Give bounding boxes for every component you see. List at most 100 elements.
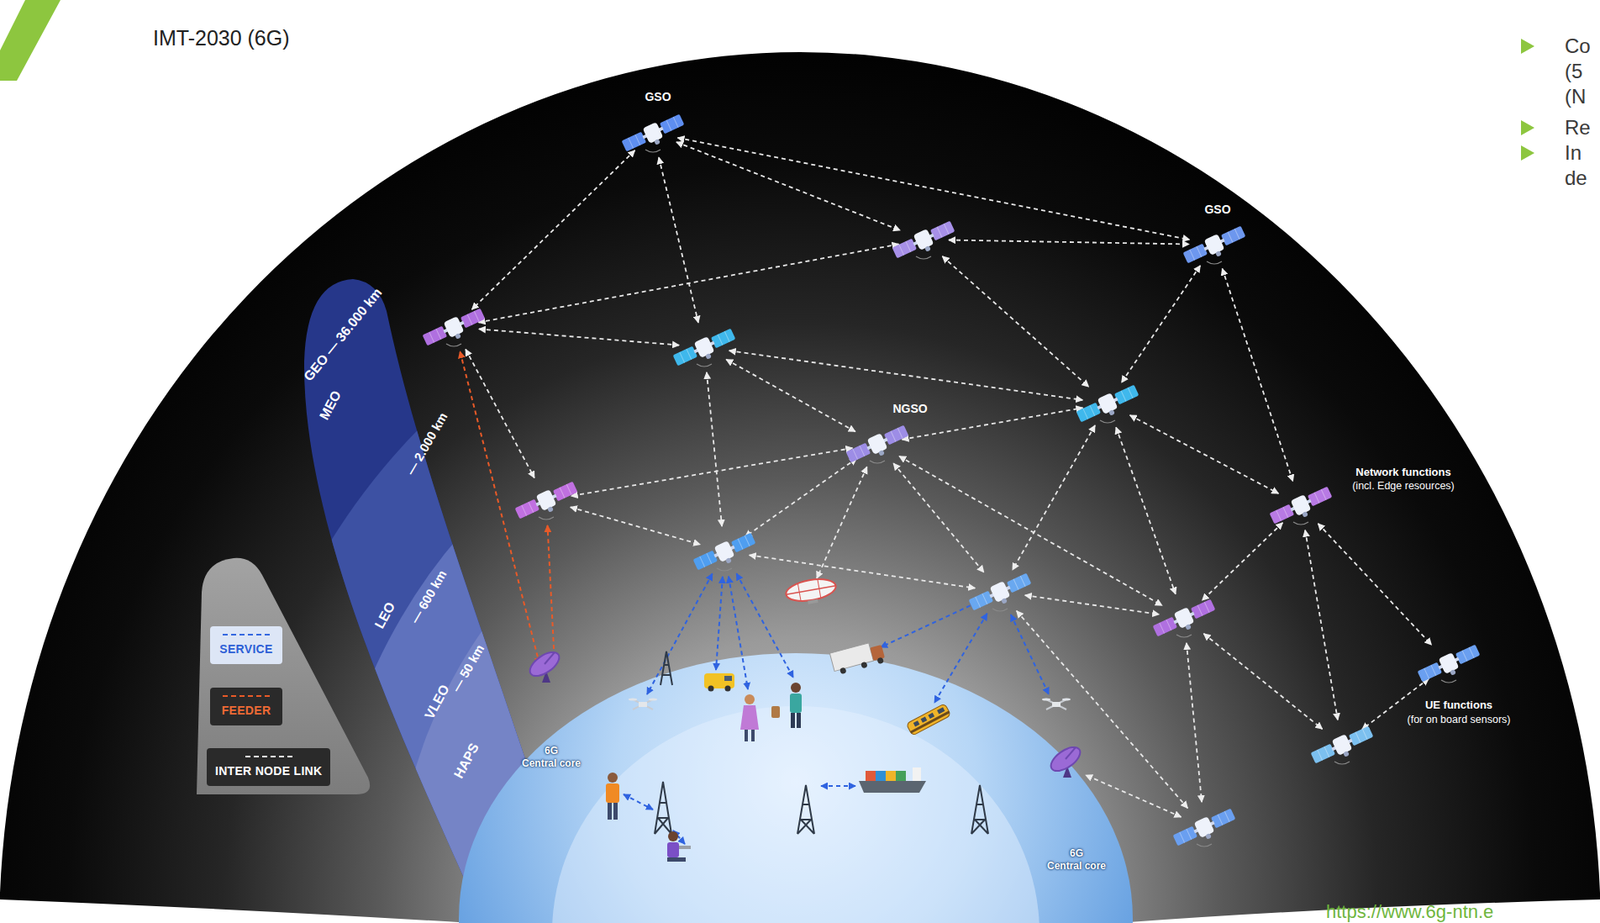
- airship-part: [817, 578, 822, 598]
- person-part: [771, 705, 780, 718]
- legend-entry: SERVICE: [210, 626, 283, 664]
- ground-dish-part: [526, 647, 564, 680]
- van-part: [725, 685, 732, 692]
- legend-entry: FEEDER: [210, 687, 283, 726]
- cargo-ship-part: [912, 767, 922, 781]
- van-part: [724, 675, 732, 681]
- drone-part: [1062, 698, 1071, 701]
- satellite: [620, 111, 687, 158]
- satellite: [1074, 382, 1142, 429]
- altitude-band-part: [392, 455, 1210, 923]
- truck-part: [869, 644, 885, 661]
- bullet-marker-part: [1521, 38, 1535, 54]
- legend-line-sample: [222, 633, 270, 636]
- satellite: [691, 530, 758, 577]
- link-line: [880, 602, 978, 648]
- satellites: [421, 111, 1483, 853]
- orbit-label: GSO: [644, 89, 671, 105]
- drone: [1042, 698, 1071, 711]
- legend-text: FEEDER: [221, 703, 272, 717]
- link-line: [547, 525, 556, 664]
- link-line: [816, 466, 868, 579]
- cargo-ship-part: [885, 770, 896, 781]
- airship-part: [797, 584, 800, 601]
- link-line: [1203, 633, 1322, 729]
- person-part: [790, 712, 795, 728]
- link-line: [647, 573, 713, 695]
- link-line: [1012, 425, 1095, 570]
- cell-tower: [654, 651, 989, 834]
- link-line: [658, 157, 699, 323]
- link-line: [715, 576, 723, 670]
- person-part: [667, 842, 679, 858]
- satellite: [890, 218, 958, 265]
- link-line: [1305, 530, 1338, 721]
- van: [704, 673, 735, 692]
- function-note: (incl. Edge resources): [1352, 479, 1455, 493]
- link-line: [728, 576, 748, 690]
- link-line: [726, 359, 856, 432]
- bullet-text: In de: [1564, 140, 1588, 191]
- link-line: [478, 328, 679, 345]
- link-line: [472, 150, 636, 310]
- airship-part: [784, 575, 837, 605]
- truck: [829, 639, 886, 676]
- link-line: [1025, 594, 1160, 615]
- link-lines: [459, 137, 1432, 844]
- airship-part: [807, 599, 819, 605]
- train: [905, 703, 951, 737]
- link-line: [942, 256, 1089, 387]
- link-line: [676, 142, 900, 231]
- cargo-ship-part: [865, 770, 876, 781]
- link-line: [570, 506, 700, 544]
- drone-part: [638, 701, 648, 707]
- link-line: [749, 554, 976, 588]
- truck-part: [829, 642, 874, 672]
- function-label: UE functions: [1425, 698, 1493, 712]
- link-line: [1130, 415, 1279, 494]
- link-line: [1016, 610, 1189, 809]
- satellite: [1309, 723, 1376, 770]
- core-label: Central core: [1047, 859, 1106, 872]
- altitude-band-part: [224, 263, 1378, 923]
- drone-part: [1046, 699, 1067, 710]
- ground-dish: [526, 647, 564, 683]
- legend-text: SERVICE: [219, 642, 273, 656]
- cell-tower-part: [660, 651, 673, 685]
- altitude-label: GEO — 36.000 km: [300, 284, 385, 385]
- train-part: [905, 703, 951, 737]
- van-part: [704, 673, 735, 689]
- train-part: [936, 706, 945, 714]
- satellite: [1151, 596, 1218, 643]
- link-line: [1186, 642, 1202, 802]
- person-part: [796, 712, 801, 728]
- earth-surface-part: [458, 652, 1133, 923]
- accent-wedge: [0, 0, 61, 81]
- truck-part: [839, 667, 848, 675]
- satellite: [844, 422, 911, 469]
- slide-title: IMT-2030 (6G): [152, 25, 290, 51]
- person-part: [744, 729, 748, 742]
- bullet-marker: [1521, 38, 1535, 161]
- earth-surface: [458, 652, 1133, 923]
- orbit-label: NGSO: [892, 401, 927, 416]
- core-label: 6G: [1069, 847, 1084, 859]
- link-line: [902, 407, 1084, 440]
- cell-tower-part: [654, 781, 672, 834]
- function-note: (for on board sensors): [1407, 713, 1511, 727]
- bullet-marker-part: [1521, 145, 1535, 161]
- link-line: [934, 613, 988, 703]
- train-part: [921, 716, 928, 723]
- legend-entry: INTER NODE LINK: [206, 747, 331, 786]
- legend-line-sample: [245, 755, 293, 758]
- ground-objects: [526, 575, 1085, 862]
- satellite: [421, 305, 488, 353]
- link-line: [948, 240, 1190, 245]
- link-line: [1202, 522, 1284, 600]
- cargo-ship: [858, 767, 927, 793]
- altitude-band-part: [0, 6, 1600, 923]
- cargo-ship-part: [875, 770, 886, 781]
- satellite: [1171, 805, 1238, 853]
- legend-line-sample: [222, 694, 270, 697]
